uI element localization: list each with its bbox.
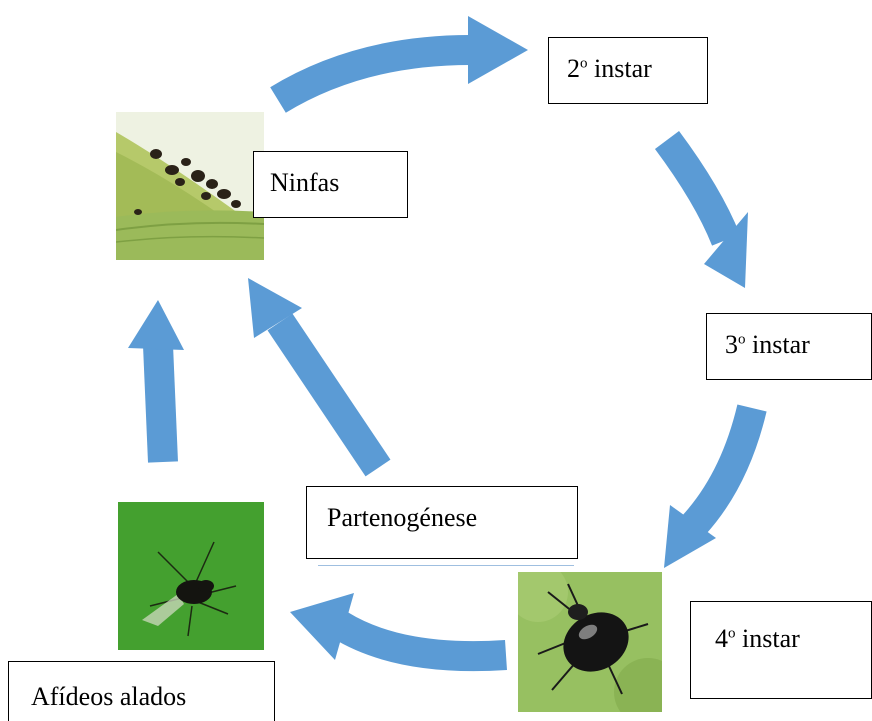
- arrow-3-instar-to-4-instar: [664, 408, 752, 568]
- arrow-2-instar-to-3-instar: [667, 140, 748, 288]
- stage-box-2-instar: 2o instar: [548, 37, 708, 104]
- arrow-4-instar-to-alados: [290, 593, 506, 660]
- stage-box-4-instar: 4o instar: [690, 601, 872, 699]
- nymphs-on-leaf-image: [116, 112, 264, 260]
- arrow-alados-to-ninfas: [128, 300, 184, 462]
- stage-label-alados: Afídeos alados: [31, 682, 186, 712]
- black-aphid-photo: [518, 572, 662, 712]
- stage-box-alados: Afídeos alados: [8, 661, 275, 721]
- stage-label-partenogenese: Partenogénese: [327, 503, 477, 533]
- arrow-partenogenese-to-ninfas: [248, 278, 378, 468]
- stage-box-partenogenese: Partenogénese: [306, 486, 578, 559]
- stage-label-2-instar: 2o instar: [567, 54, 652, 84]
- black-aphid-image: [518, 572, 662, 712]
- winged-aphid-photo: [118, 502, 264, 650]
- winged-aphid-image: [118, 502, 264, 650]
- arrow-ninfas-to-2-instar: [278, 16, 528, 100]
- partenogenese-underline: [318, 565, 574, 566]
- stage-label-4-instar: 4o instar: [715, 624, 800, 654]
- aphid-nymphs-photo: [116, 112, 264, 260]
- stage-box-3-instar: 3o instar: [706, 313, 872, 380]
- stage-label-ninfas: Ninfas: [270, 168, 339, 198]
- stage-box-ninfas: Ninfas: [253, 151, 408, 218]
- stage-label-3-instar: 3o instar: [725, 330, 810, 360]
